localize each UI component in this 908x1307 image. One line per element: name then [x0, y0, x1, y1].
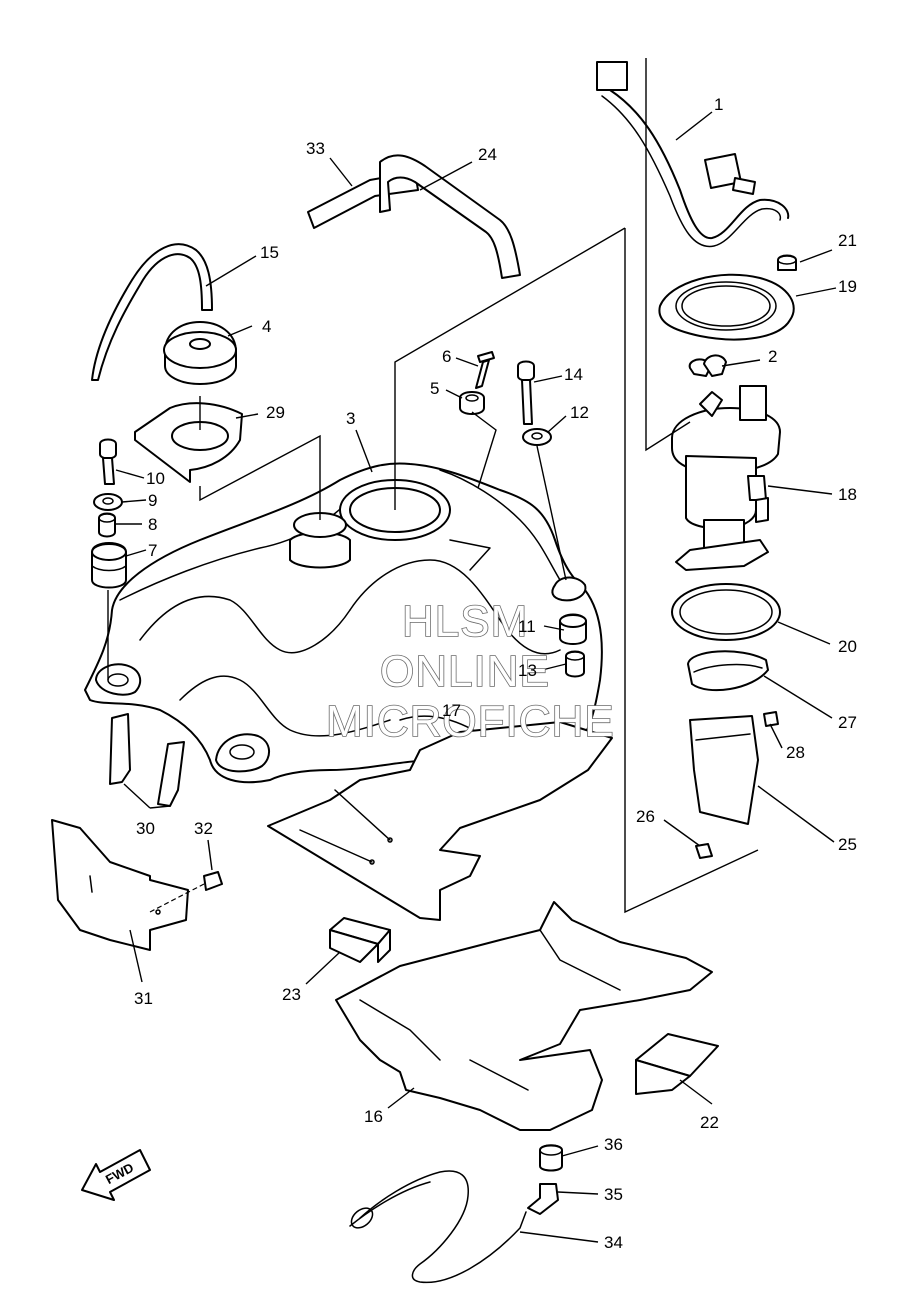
- watermark-line3: MICROFICHE: [326, 697, 615, 746]
- callout-19: 19: [838, 277, 857, 296]
- callout-32: 32: [194, 819, 213, 838]
- callout-28: 28: [786, 743, 805, 762]
- callout-25: 25: [838, 835, 857, 854]
- callout-13: 13: [518, 661, 537, 680]
- callout-20: 20: [838, 637, 857, 656]
- part-33-hose[interactable]: [307, 171, 419, 229]
- part-35-elbow[interactable]: [527, 1183, 559, 1215]
- part-16-lower-cover[interactable]: [335, 901, 713, 1131]
- part-21-nut[interactable]: [777, 254, 797, 271]
- callout-24: 24: [478, 145, 497, 164]
- callout-22: 22: [700, 1113, 719, 1132]
- callouts: 1 2 3 4 5 6 7 8 9 10 11 12 13 14 15 16 1…: [134, 95, 857, 1252]
- part-2-clamp[interactable]: [688, 354, 727, 377]
- callout-16: 16: [364, 1107, 383, 1126]
- callout-9: 9: [148, 491, 157, 510]
- part-7-damper[interactable]: [91, 542, 127, 589]
- callout-11: 11: [518, 617, 536, 636]
- callout-5: 5: [430, 379, 439, 398]
- callout-6: 6: [442, 347, 451, 366]
- part-28-clip[interactable]: [763, 711, 779, 727]
- part-18-fuel-pump[interactable]: [671, 385, 781, 571]
- part-32-clip[interactable]: [203, 871, 223, 891]
- part-3-fuel-tank[interactable]: [84, 462, 603, 784]
- assembly-lines: [107, 58, 759, 914]
- callout-34: 34: [604, 1233, 623, 1252]
- callout-2: 2: [768, 347, 777, 366]
- callout-17: 17: [442, 701, 461, 720]
- callout-7: 7: [148, 541, 157, 560]
- part-26-clip[interactable]: [695, 843, 713, 859]
- callout-36: 36: [604, 1135, 623, 1154]
- part-29-seal[interactable]: [134, 402, 243, 483]
- callout-4: 4: [262, 317, 271, 336]
- watermark-line1: HLSM: [402, 597, 528, 646]
- callout-10: 10: [146, 469, 165, 488]
- callout-33: 33: [306, 139, 325, 158]
- part-24-hose[interactable]: [379, 154, 521, 279]
- part-4-fuel-cap[interactable]: [163, 321, 237, 385]
- watermark: HLSM ONLINE MICROFICHE: [325, 596, 615, 747]
- callout-8: 8: [148, 515, 157, 534]
- callout-21: 21: [838, 231, 857, 250]
- watermark-line2: ONLINE: [380, 647, 550, 696]
- part-12-washer[interactable]: [522, 428, 552, 446]
- callout-18: 18: [838, 485, 857, 504]
- callout-12: 12: [570, 403, 589, 422]
- callout-1: 1: [714, 95, 723, 114]
- part-5-grommet[interactable]: [459, 391, 485, 415]
- part-1-fuel-hose[interactable]: [596, 61, 790, 248]
- part-27-band[interactable]: [687, 650, 769, 692]
- part-36-grommet[interactable]: [539, 1144, 563, 1172]
- part-17-sheet[interactable]: [267, 721, 613, 921]
- part-23-holder[interactable]: [329, 917, 391, 963]
- part-22-holder[interactable]: [635, 1033, 719, 1095]
- fwd-direction-arrow: FWD: [81, 1149, 151, 1201]
- callout-26: 26: [636, 807, 655, 826]
- callout-30: 30: [136, 819, 155, 838]
- part-9-washer[interactable]: [93, 493, 123, 511]
- callout-3: 3: [346, 409, 355, 428]
- callout-15: 15: [260, 243, 279, 262]
- callout-35: 35: [604, 1185, 623, 1204]
- callout-29: 29: [266, 403, 285, 422]
- part-30-pads[interactable]: [109, 713, 185, 807]
- part-19-plate[interactable]: [658, 273, 795, 341]
- part-6-screw[interactable]: [475, 351, 495, 389]
- callout-27: 27: [838, 713, 857, 732]
- callout-23: 23: [282, 985, 301, 1004]
- part-34-drain-hose[interactable]: [348, 1170, 527, 1284]
- callout-31: 31: [134, 989, 153, 1008]
- part-15-vent-hose[interactable]: [91, 243, 213, 381]
- callout-14: 14: [564, 365, 583, 384]
- part-11-damper[interactable]: [559, 613, 587, 645]
- part-10-bolt[interactable]: [99, 438, 117, 485]
- part-20-o-ring[interactable]: [671, 583, 781, 641]
- part-31-bracket[interactable]: [51, 819, 189, 951]
- part-13-collar[interactable]: [565, 650, 585, 678]
- part-14-bolt[interactable]: [517, 360, 535, 425]
- leader-lines: [115, 111, 837, 1243]
- part-8-collar[interactable]: [98, 512, 116, 538]
- part-25-cover[interactable]: [689, 715, 759, 825]
